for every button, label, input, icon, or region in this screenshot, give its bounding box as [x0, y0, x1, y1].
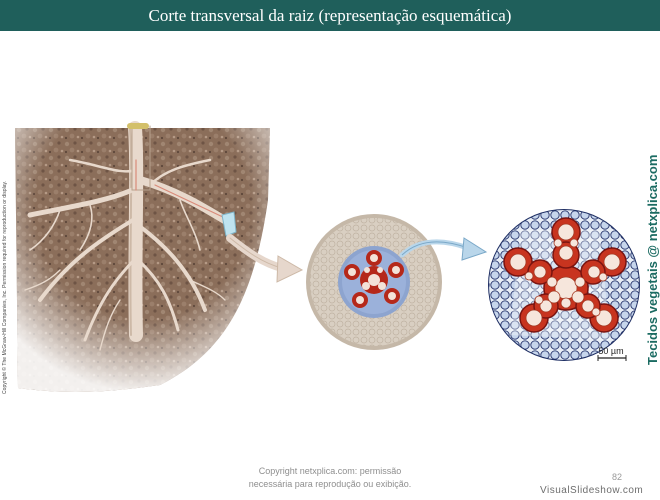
root-system-illustration	[24, 121, 232, 351]
footer-copyright: Copyright netxplica.com: permissão neces…	[210, 465, 450, 491]
stele-micrograph: 50 µm	[488, 209, 640, 361]
watermark-link[interactable]: VisualSlideshow.com	[540, 485, 644, 496]
root-tip-cut	[221, 211, 237, 237]
scale-bar-label: 50 µm	[598, 346, 623, 356]
slide-title: Corte transversal da raiz (representação…	[0, 0, 660, 31]
arrow-right-icon	[226, 234, 304, 283]
page-number: 82	[612, 472, 623, 482]
footer-copyright-line2: necessária para reprodução ou exibição.	[248, 479, 412, 489]
root-cross-section-diagram	[306, 214, 442, 350]
credit-side-text: Tecidos vegetais @ netxplica.com	[645, 154, 660, 365]
footer-copyright-line1: Copyright netxplica.com: permissão	[258, 466, 402, 476]
arrow-curved-icon	[399, 237, 488, 261]
